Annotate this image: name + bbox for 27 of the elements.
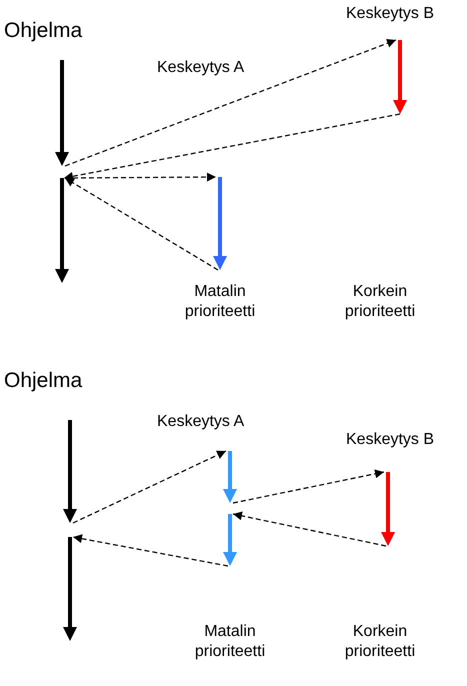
dashed-arrow: [64, 113, 400, 181]
down-arrow: [62, 420, 78, 523]
dashed-arrow: [72, 450, 226, 524]
label-text: Keskeytys A: [157, 58, 246, 78]
label-text: Keskeytys B: [346, 430, 436, 450]
label-text: Ohjelma: [4, 368, 84, 394]
label-text: Korkein prioriteetti: [344, 622, 416, 662]
label-text: Ohjelma: [4, 18, 84, 44]
dashed-arrow: [65, 172, 216, 182]
dashed-arrow: [72, 534, 228, 567]
down-arrow: [54, 60, 70, 166]
dashed-arrow: [232, 469, 384, 504]
down-arrow: [212, 177, 228, 270]
label-text: Keskeytys B: [346, 4, 436, 24]
label-text: Matalin prioriteetti: [184, 282, 256, 322]
down-arrow: [380, 472, 396, 546]
down-arrow: [62, 537, 78, 641]
down-arrow: [392, 40, 408, 114]
dashed-arrow: [232, 511, 386, 547]
label-text: Korkein prioriteetti: [344, 282, 416, 322]
label-text: Keskeytys A: [157, 412, 246, 432]
dashed-arrow: [64, 39, 396, 167]
down-arrow: [54, 178, 70, 283]
label-text: Matalin prioriteetti: [194, 622, 266, 662]
down-arrow: [222, 514, 238, 566]
down-arrow: [222, 451, 238, 503]
dashed-arrow: [64, 177, 218, 271]
